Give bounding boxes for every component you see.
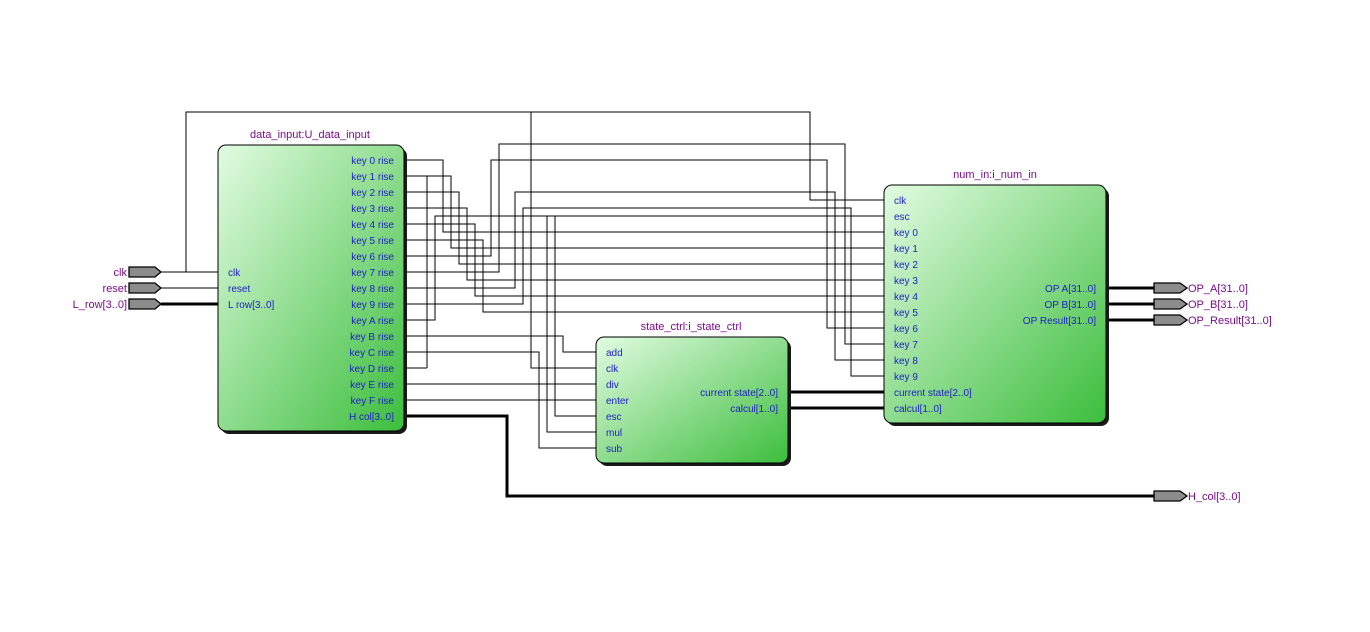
wire: [404, 207, 884, 281]
input-port-label: L row[3..0]: [228, 300, 275, 311]
wire: [404, 191, 884, 265]
output-port-label: key 1 rise: [351, 172, 394, 183]
input-pin-label: clk: [114, 267, 128, 279]
input-port-label: key 9: [894, 372, 918, 383]
input-port-label: key 1: [894, 244, 918, 255]
wire: [554, 216, 596, 417]
output-port-label: key 9 rise: [351, 300, 394, 311]
output-port-label: current state[2..0]: [700, 388, 778, 399]
input-port-label: reset: [228, 284, 250, 295]
output-pin-icon: [1153, 490, 1189, 502]
input-port-label: key 8: [894, 356, 918, 367]
wire: [404, 143, 884, 345]
input-port-label: div: [606, 380, 619, 391]
output-pin-label: OP_A[31..0]: [1188, 283, 1248, 295]
input-port-label: key 0: [894, 228, 918, 239]
output-port-label: key A rise: [351, 316, 394, 327]
output-port-label: OP Result[31..0]: [1023, 316, 1096, 327]
output-pin-icon: [1153, 298, 1189, 310]
output-port-label: OP A[31..0]: [1045, 284, 1096, 295]
block-body: [595, 336, 789, 464]
input-port-label: calcul[1..0]: [894, 404, 942, 415]
output-port-label: key 6 rise: [351, 252, 394, 263]
wire: [404, 207, 884, 377]
output-pin-label: H_col[3..0]: [1188, 491, 1241, 503]
output-port-label: key F rise: [351, 396, 395, 407]
input-port-label: key 4: [894, 292, 918, 303]
input-port-label: current state[2..0]: [894, 388, 972, 399]
output-port-label: key E rise: [350, 380, 394, 391]
output-port-label: key B rise: [350, 332, 394, 343]
input-pin-icon: [128, 298, 163, 310]
bus-wire: [404, 414, 1154, 498]
wire: [427, 175, 884, 249]
output-port-label: key 3 rise: [351, 204, 394, 215]
wire: [404, 215, 884, 321]
output-port-label: key 0 rise: [351, 156, 394, 167]
output-pin[interactable]: OP_Result[31..0]: [1153, 314, 1272, 327]
output-port-label: key 7 rise: [351, 268, 394, 279]
input-port-label: add: [606, 348, 623, 359]
input-port-label: clk: [606, 364, 619, 375]
output-port-label: key 4 rise: [351, 220, 394, 231]
input-pin-label: reset: [103, 283, 127, 295]
output-pin-label: OP_B[31..0]: [1188, 299, 1248, 311]
input-port-label: clk: [894, 196, 907, 207]
input-port-label: esc: [894, 212, 910, 223]
input-pin-icon: [128, 266, 163, 278]
input-port-label: key 2: [894, 260, 918, 271]
wire: [404, 191, 884, 361]
input-port-label: key 5: [894, 308, 918, 319]
block-title: num_in:i_num_in: [953, 169, 1037, 181]
output-port-label: key 5 rise: [351, 236, 394, 247]
input-port-label: mul: [606, 428, 622, 439]
input-pin[interactable]: clk: [114, 266, 163, 279]
output-pin[interactable]: H_col[3..0]: [1153, 490, 1241, 503]
block-body: [217, 144, 405, 432]
output-pin[interactable]: OP_A[31..0]: [1153, 282, 1248, 295]
output-pin-label: OP_Result[31..0]: [1188, 315, 1272, 327]
wire: [530, 112, 596, 369]
wires: [161, 111, 1154, 498]
input-port-label: esc: [606, 412, 622, 423]
output-port-label: OP B[31..0]: [1044, 300, 1096, 311]
input-port-label: clk: [228, 268, 241, 279]
output-pin[interactable]: OP_B[31..0]: [1153, 298, 1248, 311]
wire: [404, 159, 884, 233]
wire: [404, 335, 596, 353]
wire: [404, 239, 884, 313]
output-port-label: H col[3..0]: [349, 412, 394, 423]
input-port-label: key 3: [894, 276, 918, 287]
output-port-label: key 8 rise: [351, 284, 394, 295]
input-pin-icon: [128, 282, 163, 294]
wire: [546, 216, 596, 433]
wire: [404, 223, 884, 297]
block-body: [883, 184, 1107, 424]
input-pin-label: L_row[3..0]: [73, 299, 127, 311]
output-pin-icon: [1153, 314, 1189, 326]
output-port-label: key C rise: [350, 348, 395, 359]
input-port-label: key 7: [894, 340, 918, 351]
input-port-label: sub: [606, 444, 623, 455]
block-title: data_input:U_data_input: [250, 129, 370, 141]
output-port-label: key D rise: [350, 364, 395, 375]
output-port-label: calcul[1..0]: [730, 404, 778, 415]
input-pin[interactable]: reset: [103, 282, 163, 295]
output-pin-icon: [1153, 282, 1189, 294]
output-port-label: key 2 rise: [351, 188, 394, 199]
input-port-label: enter: [606, 396, 629, 407]
wire: [404, 159, 884, 329]
block-title: state_ctrl:i_state_ctrl: [641, 321, 742, 333]
input-port-label: key 6: [894, 324, 918, 335]
input-pin[interactable]: L_row[3..0]: [73, 298, 163, 311]
